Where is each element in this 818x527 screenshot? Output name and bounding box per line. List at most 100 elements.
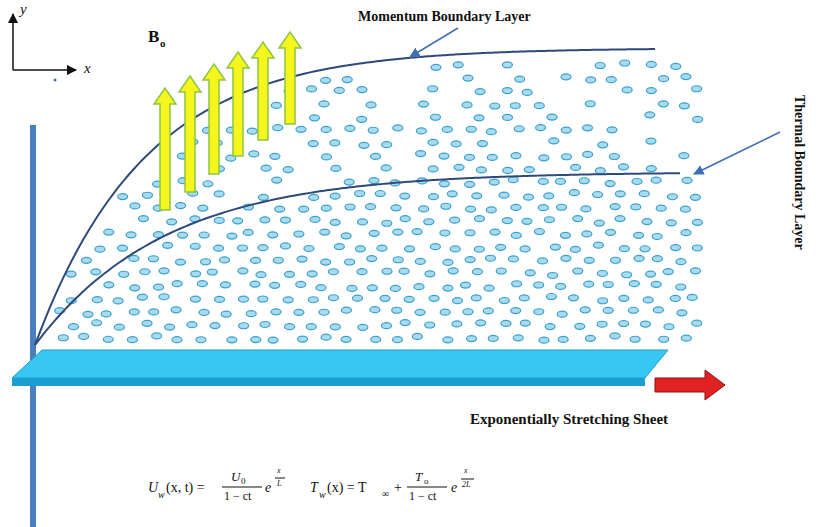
particle-dot xyxy=(69,324,79,330)
particle-dot xyxy=(355,190,365,196)
particle-dot xyxy=(104,229,114,235)
particle-dot xyxy=(416,128,426,134)
particle-dot xyxy=(496,268,506,274)
particle-dot xyxy=(247,128,257,134)
formula-subscript: w xyxy=(158,490,165,500)
particle-dot xyxy=(220,257,230,263)
boundary-curves xyxy=(35,49,680,345)
particle-dot xyxy=(464,154,474,160)
particle-dot xyxy=(375,191,385,197)
particle-dot xyxy=(148,256,158,262)
particle-dot xyxy=(581,206,591,212)
magnetic-field-arrows xyxy=(154,32,301,210)
particle-dot xyxy=(511,204,521,210)
particle-dot xyxy=(502,62,512,68)
particle-dot xyxy=(448,268,458,274)
particle-dot xyxy=(679,103,689,109)
particle-dot xyxy=(451,141,461,147)
particle-dot xyxy=(520,320,530,326)
particle-dot xyxy=(651,177,661,183)
particle-dot xyxy=(440,309,450,315)
particle-dot xyxy=(298,336,308,342)
particle-dot xyxy=(634,255,644,261)
particle-dot xyxy=(309,194,319,200)
particle-dot xyxy=(511,308,521,314)
particle-dot xyxy=(561,255,571,261)
particle-dot xyxy=(172,337,182,343)
particle-dot xyxy=(214,245,224,251)
particle-dot xyxy=(203,181,213,187)
particle-dot xyxy=(260,217,270,223)
particle-dot xyxy=(391,205,401,211)
particle-dot xyxy=(597,270,607,276)
particle-dot xyxy=(400,216,410,222)
particle-dot xyxy=(393,257,403,263)
particle-dot xyxy=(330,219,340,225)
particle-dot xyxy=(646,271,656,277)
particle-dot xyxy=(275,206,285,212)
particle-dot xyxy=(400,193,410,199)
formula-exponent: 2L xyxy=(462,481,470,489)
wall-bar xyxy=(30,125,36,527)
particle-dot xyxy=(238,245,248,251)
particle-dot xyxy=(424,219,434,225)
particle-dot xyxy=(646,138,656,144)
stretch-arrow xyxy=(655,370,725,400)
particle-dot xyxy=(656,205,666,211)
particle-dot xyxy=(294,309,304,315)
particle-dot xyxy=(659,76,669,82)
particle-dot xyxy=(316,285,326,291)
particle-dot xyxy=(598,298,608,304)
particle-dot xyxy=(682,177,692,183)
particle-dot xyxy=(443,259,453,265)
particle-dot xyxy=(440,230,450,236)
particle-dot xyxy=(474,246,484,252)
formula-subscript: w xyxy=(319,490,326,500)
particle-dot xyxy=(461,282,471,288)
particle-dot xyxy=(382,220,392,226)
particle-dot xyxy=(307,271,317,277)
particle-dot xyxy=(342,77,352,83)
particle-dot xyxy=(221,311,231,317)
particle-dot xyxy=(487,154,497,160)
particle-dot xyxy=(490,103,500,109)
particle-dot xyxy=(283,167,293,173)
particle-dot xyxy=(260,321,270,327)
particle-dot xyxy=(442,126,452,132)
particle-dot xyxy=(251,337,261,343)
particle-dot xyxy=(284,271,294,277)
particle-dot xyxy=(441,203,451,209)
particle-dot xyxy=(227,233,237,239)
particle-dot xyxy=(297,256,307,262)
particle-dot xyxy=(575,323,585,329)
particle-dot xyxy=(246,311,256,317)
particle-dot xyxy=(605,229,615,235)
particle-dot xyxy=(519,295,529,301)
particle-dot xyxy=(197,281,207,287)
particle-dot xyxy=(118,245,128,251)
particle-dot xyxy=(357,87,367,93)
particle-dot xyxy=(452,321,462,327)
particle-dot xyxy=(546,294,556,300)
particle-dot xyxy=(341,233,351,239)
particle-dot xyxy=(91,269,101,275)
particle-dot xyxy=(258,194,268,200)
particle-dot xyxy=(330,324,340,330)
particle-dot xyxy=(371,336,381,342)
particle-dot xyxy=(513,335,523,341)
particle-dot xyxy=(104,282,114,288)
particle-dot xyxy=(271,309,281,315)
particle-dot xyxy=(113,298,123,304)
particle-dot xyxy=(273,125,283,131)
particle-dot xyxy=(334,244,344,250)
particle-dot xyxy=(321,126,331,132)
particle-dot xyxy=(486,129,496,135)
particle-dot xyxy=(483,308,493,314)
particle-dot xyxy=(310,216,320,222)
leader-arrows xyxy=(410,28,780,174)
particle-dot xyxy=(643,297,653,303)
particle-dot xyxy=(126,232,136,238)
particle-dot xyxy=(522,218,532,224)
particle-dot xyxy=(471,295,481,301)
particle-dot xyxy=(472,193,482,199)
